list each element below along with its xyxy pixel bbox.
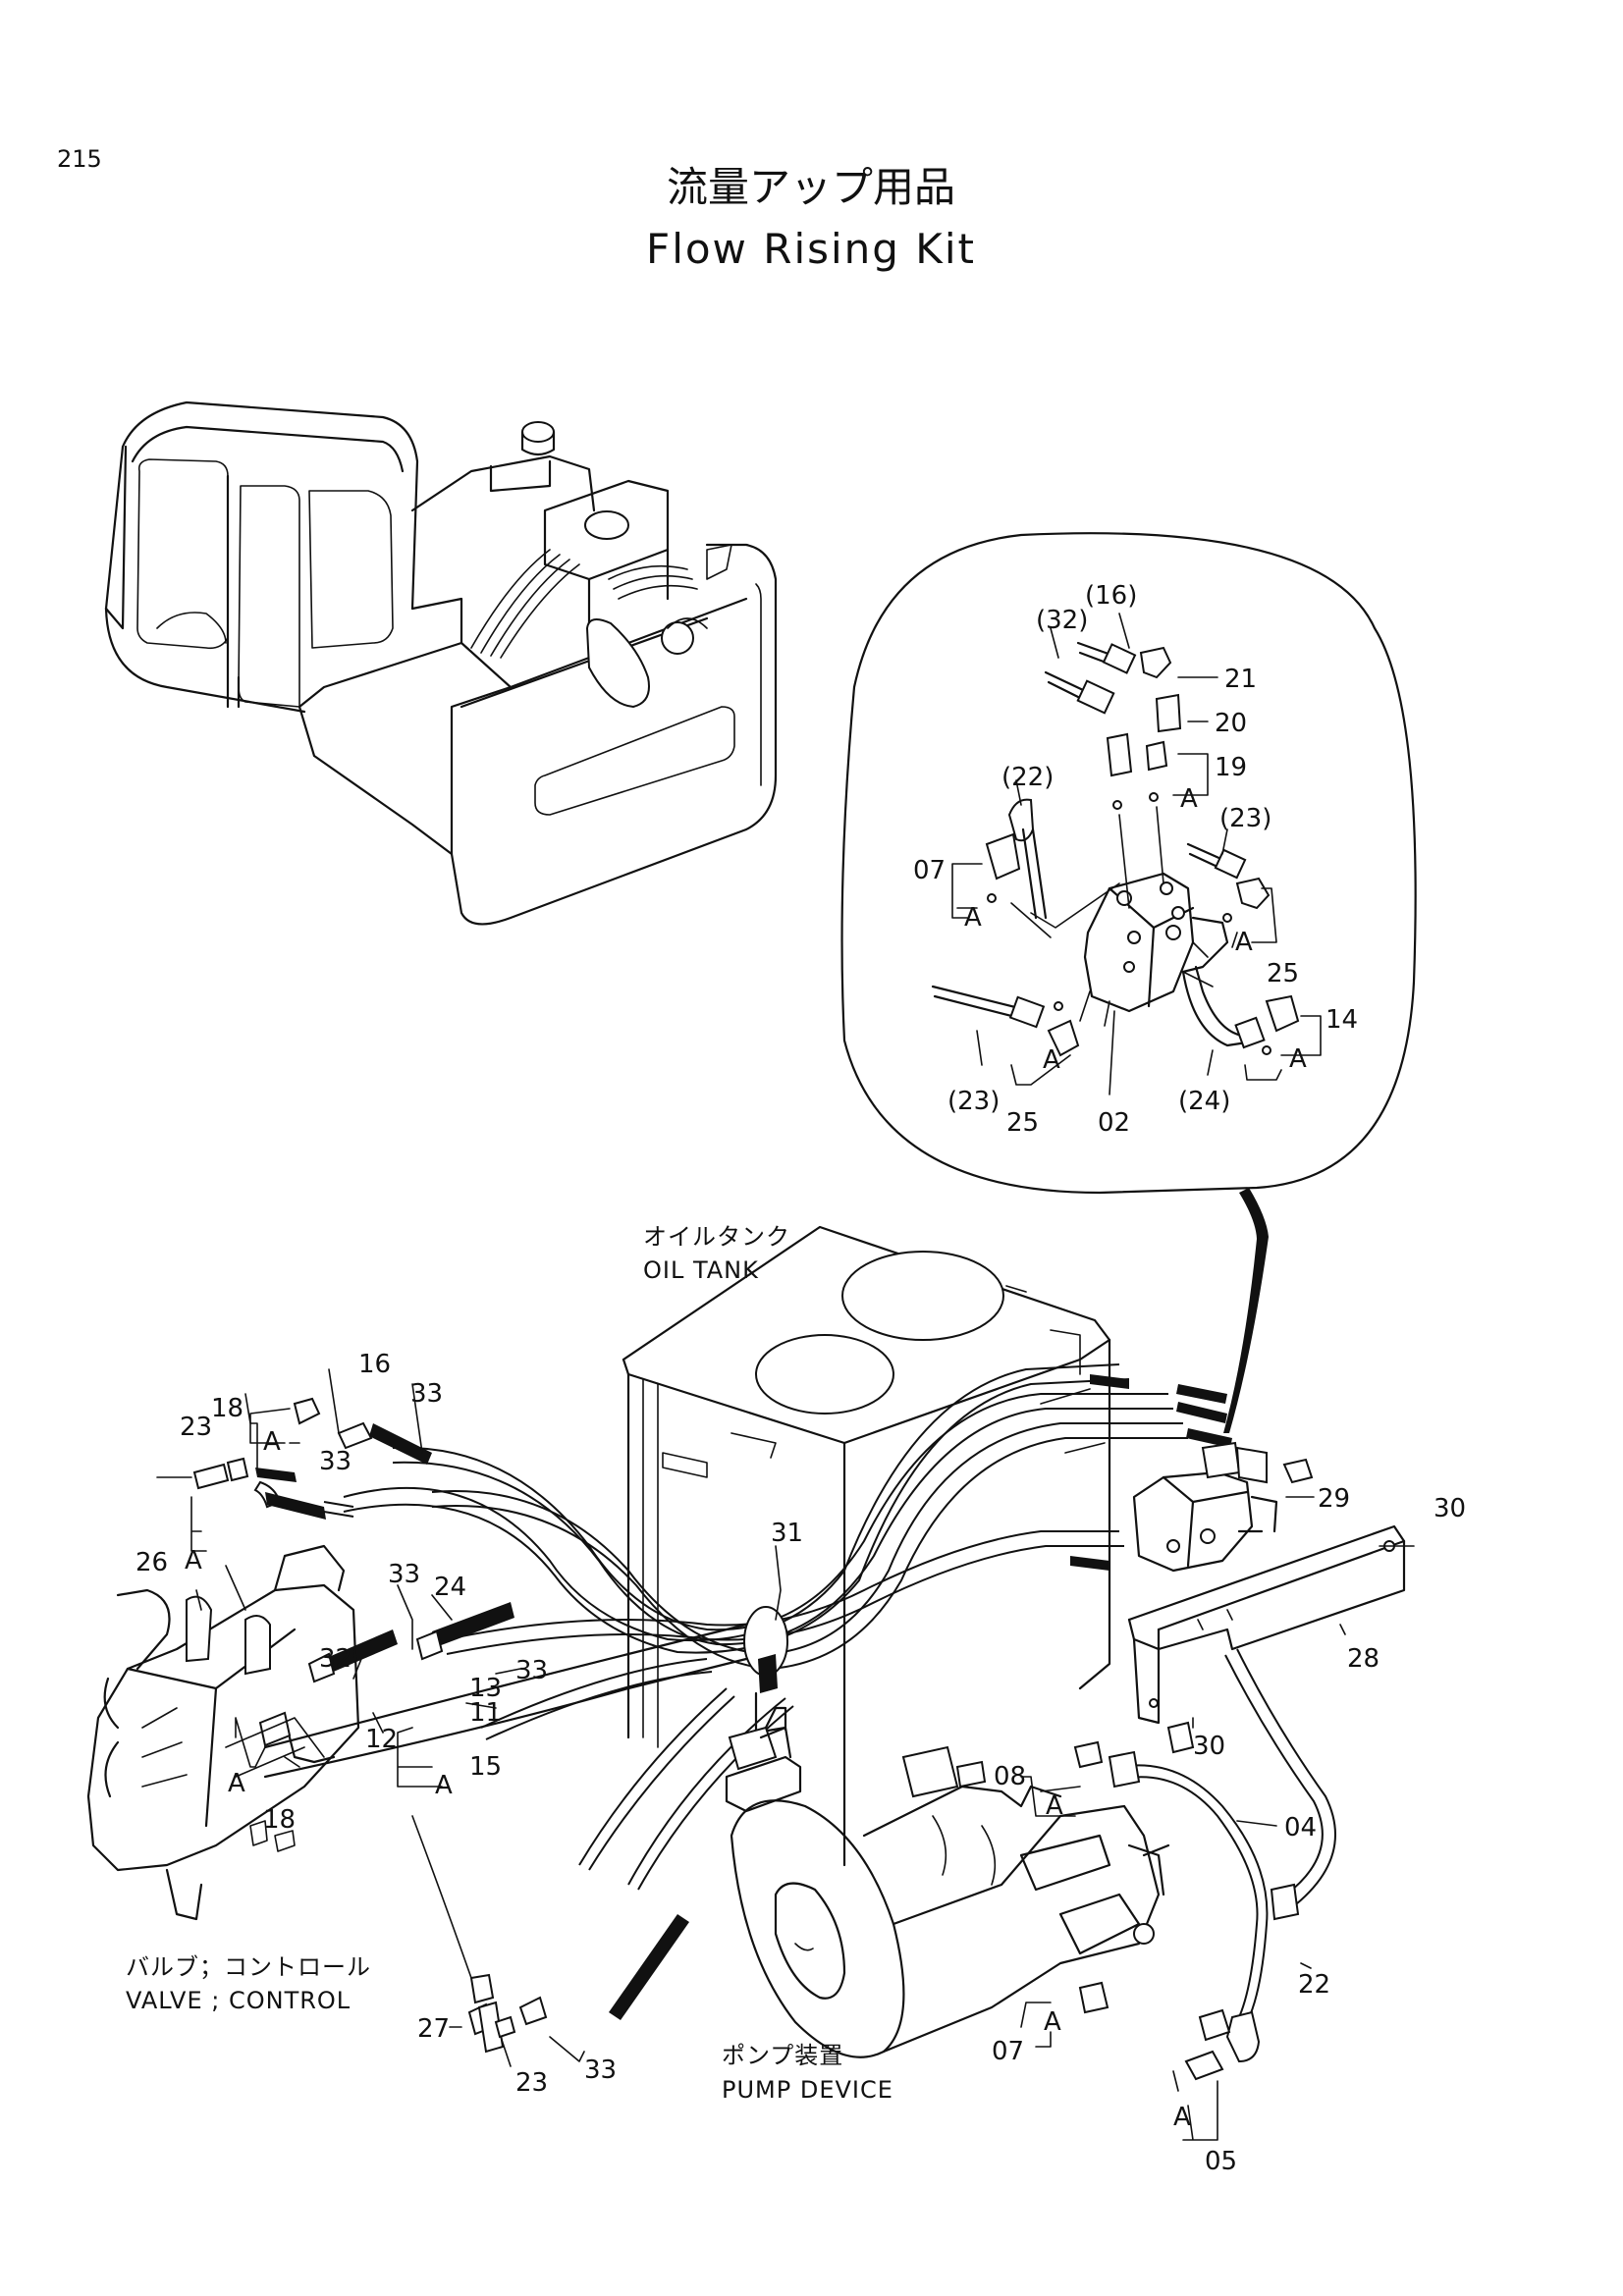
callout: (16) bbox=[1085, 581, 1137, 611]
callout: A bbox=[1173, 2103, 1191, 2132]
callout: A bbox=[435, 1771, 453, 1800]
callout: 14 bbox=[1325, 1005, 1358, 1035]
control-valve-illustration bbox=[86, 1544, 360, 1921]
callout: 16 bbox=[358, 1350, 391, 1379]
callout: 20 bbox=[1215, 709, 1247, 738]
detail-callout-labels: (32) (16) 21 20 19 A (22) (23) 07 A A 25… bbox=[913, 581, 1358, 1138]
hose-fittings bbox=[192, 1374, 1232, 2036]
callout: (22) bbox=[1001, 763, 1054, 792]
callout: (23) bbox=[947, 1087, 1000, 1116]
flow-valve bbox=[1132, 1441, 1314, 1573]
callout: 33 bbox=[515, 1656, 548, 1685]
callout: 12 bbox=[365, 1725, 398, 1754]
callout: 18 bbox=[263, 1805, 296, 1835]
component-captions: オイルタンク OIL TANK バルブ；コントロール VALVE ; CONTR… bbox=[126, 1223, 893, 2104]
callout: 07 bbox=[992, 2037, 1024, 2066]
main-callout-labels: 16 33 18 23 A 33 26 A 33 24 31 32 13 33 … bbox=[135, 1350, 1466, 2176]
detail-left-elbow bbox=[985, 798, 1120, 938]
pump-device-illustration bbox=[725, 1706, 1170, 2058]
oil-tank-illustration bbox=[622, 1225, 1111, 1867]
callout: 32 bbox=[319, 1644, 352, 1674]
oil-tank-label-jp: オイルタンク bbox=[643, 1223, 790, 1251]
main-leaders bbox=[156, 1368, 1415, 2141]
callout: 29 bbox=[1318, 1484, 1350, 1514]
callout: (32) bbox=[1036, 606, 1088, 635]
callout: 22 bbox=[1298, 1970, 1330, 2000]
callout: A bbox=[263, 1427, 281, 1457]
mounting-bracket bbox=[1127, 1524, 1406, 1725]
callout: 33 bbox=[388, 1560, 420, 1589]
callout: A bbox=[1289, 1044, 1307, 1074]
callout: 24 bbox=[434, 1573, 466, 1602]
page-number: 215 bbox=[57, 145, 102, 173]
callout: A bbox=[1044, 2007, 1061, 2037]
callout: 08 bbox=[994, 1762, 1026, 1791]
callout: 33 bbox=[584, 2056, 617, 2085]
control-valve-label-jp: バルブ；コントロール bbox=[126, 1953, 371, 1981]
callout: 11 bbox=[469, 1698, 502, 1728]
callout: 30 bbox=[1434, 1494, 1466, 1523]
bottom-left-fittings bbox=[411, 1815, 516, 2054]
callout: 28 bbox=[1347, 1644, 1380, 1674]
callout: 23 bbox=[515, 2068, 548, 2098]
detail-leaders bbox=[951, 613, 1322, 1095]
detail-valve-assembly bbox=[1079, 872, 1229, 1027]
callout: 33 bbox=[319, 1447, 352, 1476]
callout: (23) bbox=[1219, 804, 1271, 833]
callout: 27 bbox=[417, 2014, 450, 2044]
callout: 31 bbox=[771, 1519, 803, 1548]
return-hoses bbox=[1073, 1648, 1336, 2081]
callout: 23 bbox=[180, 1413, 212, 1442]
callout: 15 bbox=[469, 1752, 502, 1782]
callout: 04 bbox=[1284, 1813, 1317, 1842]
callout: A bbox=[964, 903, 982, 933]
title-japanese: 流量アップ用品 bbox=[667, 163, 955, 211]
callout: 19 bbox=[1215, 753, 1247, 782]
title-english: Flow Rising Kit bbox=[646, 225, 976, 273]
callout: 30 bbox=[1193, 1732, 1225, 1761]
callout: (24) bbox=[1178, 1087, 1230, 1116]
callout: 02 bbox=[1098, 1108, 1130, 1138]
callout: A bbox=[1180, 784, 1198, 814]
pump-device-label-en: PUMP DEVICE bbox=[722, 2076, 893, 2104]
pump-device-label-jp: ポンプ装置 bbox=[722, 2042, 843, 2069]
callout: A bbox=[228, 1769, 245, 1798]
detail-top-fittings bbox=[1044, 641, 1182, 909]
callout: 26 bbox=[135, 1548, 168, 1577]
callout: 05 bbox=[1205, 2147, 1237, 2176]
callout: 07 bbox=[913, 856, 946, 885]
detail-frame bbox=[840, 532, 1417, 1433]
callout: 21 bbox=[1224, 665, 1257, 694]
callout: 18 bbox=[211, 1394, 243, 1423]
callout: A bbox=[185, 1546, 202, 1575]
callout: 33 bbox=[410, 1379, 443, 1409]
hose-bundle bbox=[263, 1363, 1188, 1891]
callout: 25 bbox=[1267, 959, 1299, 988]
callout: 25 bbox=[1006, 1108, 1039, 1138]
oil-tank-label-en: OIL TANK bbox=[643, 1256, 759, 1284]
callout: 13 bbox=[469, 1674, 502, 1703]
callout: A bbox=[1043, 1045, 1060, 1075]
excavator-overview-illustration bbox=[104, 400, 778, 926]
detail-right-fittings bbox=[931, 842, 1300, 1057]
control-valve-label-en: VALVE ; CONTROL bbox=[126, 1987, 351, 2014]
callout: A bbox=[1046, 1791, 1063, 1821]
callout: A bbox=[1235, 928, 1253, 957]
